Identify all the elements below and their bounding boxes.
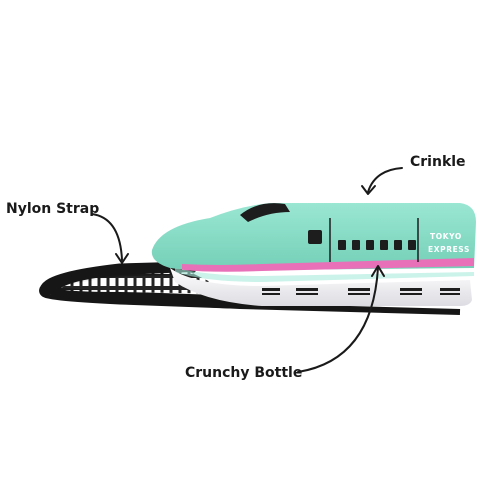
nylon-strap-arrow-head <box>115 253 129 264</box>
crinkle-arrow <box>367 167 403 193</box>
crunchy-bottle-arrow <box>297 267 379 373</box>
train-text-line2: EXPRESS <box>428 245 470 254</box>
crinkle-arrow-head <box>361 185 376 195</box>
crunchy-bottle-label: Crunchy Bottle <box>185 365 303 381</box>
plush-train <box>151 203 476 306</box>
nylon-strap-arrow <box>91 213 123 261</box>
crinkle-label: Crinkle <box>410 154 466 170</box>
train-text-line1: TOKYO <box>430 232 462 241</box>
crunchy-bottle-arrow-head <box>371 265 385 277</box>
nylon-strap-label: Nylon Strap <box>6 201 100 217</box>
